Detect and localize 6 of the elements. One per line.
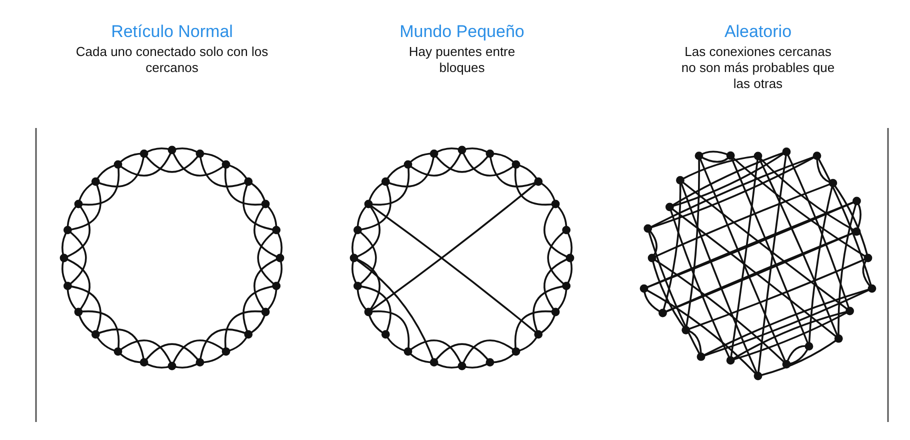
heading: Retículo Normal	[111, 22, 233, 42]
heading: Aleatorio	[724, 22, 792, 42]
description: Las conexiones cercanas no son más probables que las otras	[680, 44, 836, 92]
description: Cada uno conectado solo con los cercanos	[74, 44, 270, 76]
description: Hay puentes entre bloques	[408, 44, 516, 76]
heading: Mundo Pequeño	[400, 22, 524, 42]
